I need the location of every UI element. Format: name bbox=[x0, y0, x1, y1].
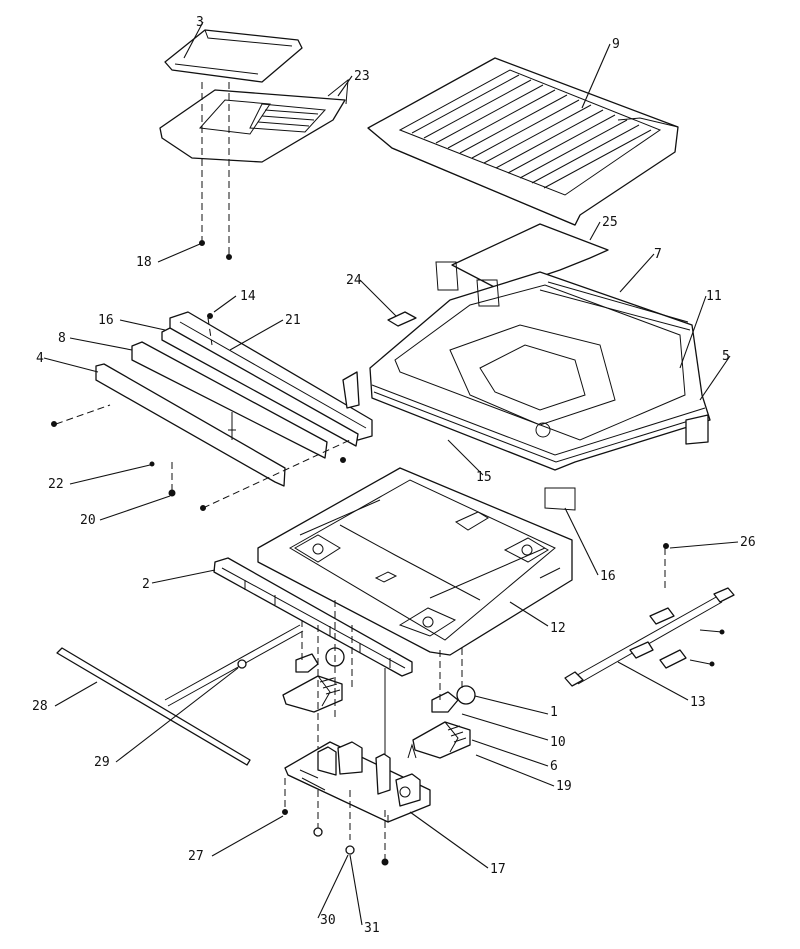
part-2-rail bbox=[213, 557, 413, 677]
screw-26 bbox=[663, 543, 669, 549]
alignment-lines-sockets bbox=[301, 600, 463, 760]
screw-front bbox=[200, 505, 206, 511]
part-13-harness bbox=[564, 587, 735, 687]
callout-29: 29 bbox=[94, 755, 110, 770]
main-housing bbox=[369, 261, 711, 511]
callout-30: 30 bbox=[320, 913, 336, 928]
screw-vertical bbox=[228, 412, 236, 440]
part-9-top-panel bbox=[367, 57, 679, 226]
part-8-panel bbox=[131, 341, 328, 459]
screw-rear bbox=[340, 457, 346, 463]
callout-6: 6 bbox=[550, 759, 558, 774]
callout-18: 18 bbox=[136, 255, 152, 270]
part-3-cover bbox=[164, 29, 303, 83]
part-16-bracket-left bbox=[161, 327, 359, 447]
alignment-lines-17 bbox=[284, 778, 386, 860]
callout-2: 2 bbox=[142, 577, 150, 592]
callout-26: 26 bbox=[740, 535, 756, 550]
callout-15: 15 bbox=[476, 470, 492, 485]
lamp-socket-right bbox=[412, 685, 476, 759]
callout-16-right: 16 bbox=[600, 569, 616, 584]
screw-31 bbox=[381, 858, 389, 866]
callout-7: 7 bbox=[654, 247, 662, 262]
part-23-frame bbox=[159, 78, 349, 163]
bracket-right bbox=[342, 371, 360, 409]
callout-17: 17 bbox=[490, 862, 506, 877]
screw-14 bbox=[207, 313, 213, 319]
nut-30 bbox=[345, 845, 355, 855]
callout-23: 23 bbox=[354, 69, 370, 84]
nut-30a bbox=[313, 827, 323, 837]
callout-5: 5 bbox=[722, 349, 730, 364]
part-4-front-panel bbox=[95, 363, 286, 487]
callout-9: 9 bbox=[612, 37, 620, 52]
part-17-control-board bbox=[284, 741, 431, 823]
callout-1: 1 bbox=[550, 705, 558, 720]
callout-8: 8 bbox=[58, 331, 66, 346]
part-29-clip bbox=[237, 659, 247, 669]
alignment-lines-3-23 bbox=[201, 82, 230, 255]
screw-left bbox=[51, 421, 57, 427]
part-24-tag bbox=[387, 311, 417, 327]
callout-14: 14 bbox=[240, 289, 256, 304]
part-28-rod bbox=[56, 647, 251, 766]
callout-4: 4 bbox=[36, 351, 44, 366]
callout-3: 3 bbox=[196, 15, 204, 30]
callout-labels: 1 2 3 4 5 6 7 8 9 10 11 12 13 14 15 16 1… bbox=[32, 15, 756, 936]
alignment-lines-panels bbox=[55, 317, 351, 509]
callout-28: 28 bbox=[32, 699, 48, 714]
screw-27 bbox=[282, 809, 288, 815]
callout-13: 13 bbox=[690, 695, 706, 710]
callout-24: 24 bbox=[346, 273, 362, 288]
callout-11: 11 bbox=[706, 289, 722, 304]
screw-22 bbox=[149, 461, 155, 467]
callout-10: 10 bbox=[550, 735, 566, 750]
callout-31: 31 bbox=[364, 921, 380, 936]
callout-12: 12 bbox=[550, 621, 566, 636]
screw-18b bbox=[226, 254, 232, 260]
callout-22: 22 bbox=[48, 477, 64, 492]
callout-27: 27 bbox=[188, 849, 204, 864]
callout-19: 19 bbox=[556, 779, 572, 794]
part-29-wire bbox=[164, 624, 304, 707]
part-12-base-plate bbox=[257, 467, 573, 656]
leader-lines bbox=[43, 21, 739, 926]
callout-16-left: 16 bbox=[98, 313, 114, 328]
screw-20 bbox=[168, 489, 176, 497]
callout-25: 25 bbox=[602, 215, 618, 230]
callout-21: 21 bbox=[285, 313, 301, 328]
screw-18 bbox=[199, 240, 205, 246]
callout-20: 20 bbox=[80, 513, 96, 528]
